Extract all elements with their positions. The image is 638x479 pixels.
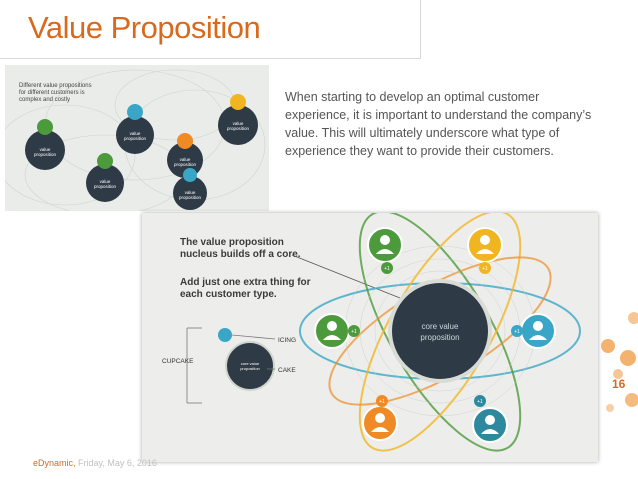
person-icon <box>37 119 53 135</box>
pointer-line <box>291 254 401 299</box>
customer-green-top: +1 <box>367 227 403 274</box>
svg-text:value: value <box>180 157 191 162</box>
note-2-line1: Add just one extra thing for <box>180 277 311 288</box>
small-value-proposition-diagram: Different value propositions for differe… <box>5 65 269 211</box>
node-6 <box>218 105 258 145</box>
mini-core <box>225 341 275 391</box>
small-diagram-caption-line2: for different customers is <box>19 90 85 96</box>
svg-text:core value: core value <box>241 361 260 366</box>
svg-text:+1: +1 <box>384 266 390 272</box>
person-icon <box>183 168 197 182</box>
note-2-line2: each customer type. <box>180 289 277 300</box>
svg-text:+1: +1 <box>351 329 357 335</box>
person-icon <box>127 104 143 120</box>
svg-text:value: value <box>233 121 244 126</box>
svg-text:value: value <box>185 190 196 195</box>
person-icon <box>218 328 232 342</box>
svg-text:+1: +1 <box>477 399 483 405</box>
small-diagram-caption-line3: complex and costly <box>19 97 70 103</box>
slide-footer: eDynamic, Friday, May 6, 2016 <box>33 458 157 468</box>
customer-orange-bottom: +1 <box>362 395 398 441</box>
customer-teal-bottom: +1 <box>472 395 508 443</box>
node-2 <box>116 116 154 154</box>
customer-yellow-top: +1 <box>467 227 503 274</box>
svg-text:+1: +1 <box>514 329 520 335</box>
svg-text:+1: +1 <box>482 266 488 272</box>
svg-text:proposition: proposition <box>34 152 57 157</box>
title-border <box>0 0 421 59</box>
svg-text:proposition: proposition <box>94 184 117 189</box>
cupcake-diagram: CUPCAKE core value proposition ICING CAK… <box>162 327 296 404</box>
icing-label: ICING <box>278 337 296 344</box>
core-circle <box>388 279 492 383</box>
svg-text:proposition: proposition <box>179 195 202 200</box>
note-1-line1: The value proposition <box>180 237 284 248</box>
person-icon <box>97 153 113 169</box>
svg-text:+1: +1 <box>379 399 385 405</box>
svg-text:value: value <box>100 179 111 184</box>
core-label-line2: proposition <box>420 333 459 342</box>
svg-text:proposition: proposition <box>240 366 260 371</box>
core-value-proposition-diagram: The value proposition nucleus builds off… <box>142 213 598 462</box>
slide-description: When starting to develop an optimal cust… <box>285 90 592 158</box>
decorative-dots <box>601 312 638 412</box>
svg-text:value: value <box>130 131 141 136</box>
svg-text:proposition: proposition <box>227 126 250 131</box>
customer-teal-right: +1 <box>511 313 556 349</box>
cake-label: CAKE <box>278 367 296 374</box>
footer-brand: eDynamic, <box>33 458 76 468</box>
node-1 <box>25 130 65 170</box>
node-3 <box>167 142 203 178</box>
person-icon <box>230 94 246 110</box>
small-diagram-caption-line1: Different value propositions <box>19 83 92 89</box>
svg-text:proposition: proposition <box>124 136 147 141</box>
node-4 <box>86 164 124 202</box>
cupcake-label: CUPCAKE <box>162 358 194 365</box>
footer-date: Friday, May 6, 2016 <box>75 458 157 468</box>
person-icon <box>177 133 193 149</box>
note-1-line2: nucleus builds off a core. <box>180 249 301 260</box>
core-label-line1: core value <box>422 322 459 331</box>
svg-text:proposition: proposition <box>174 162 197 167</box>
node-5 <box>173 176 207 210</box>
page-number: 16 <box>612 377 626 391</box>
svg-text:value: value <box>40 147 51 152</box>
customer-green-left: +1 <box>314 313 360 349</box>
slide-title: Value Proposition <box>28 10 261 45</box>
